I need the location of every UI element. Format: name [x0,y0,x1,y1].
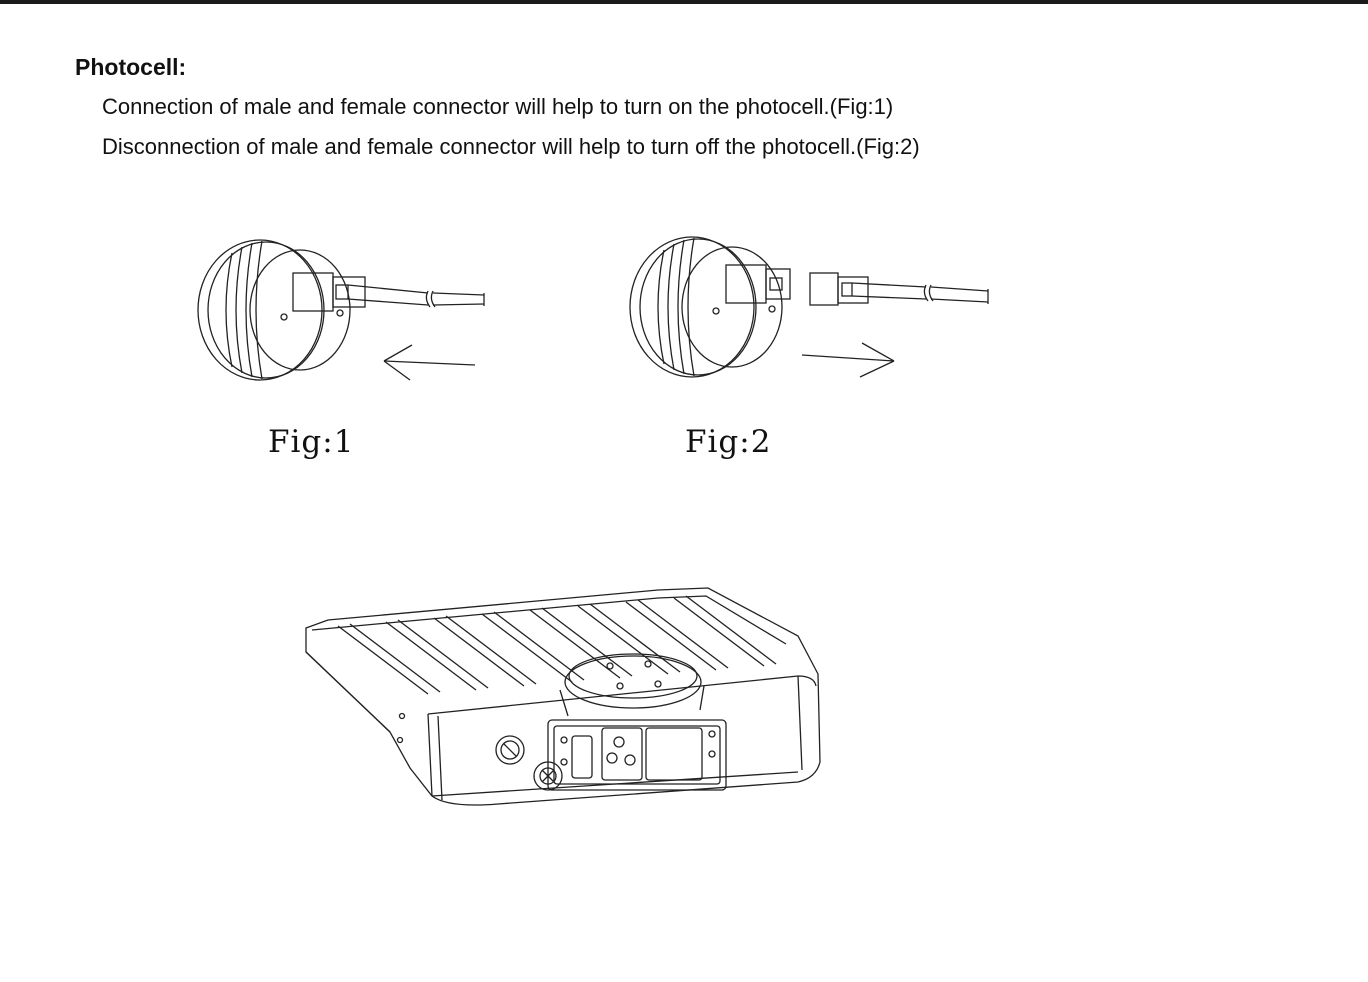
cable-gland-icon [533,761,563,791]
top-rule [0,0,1368,4]
instruction-connect: Connection of male and female connector … [102,94,894,119]
driver-panel [547,719,727,791]
figure-caption-2: Fig:2 [685,424,772,460]
housing-outline [305,587,821,806]
photocell-connected-illustration [197,239,485,381]
male-connector [809,272,989,306]
section-heading: Photocell: [75,54,187,80]
left-arrow-icon [383,344,476,381]
photocell-port-icon [495,735,525,765]
photocell-body [629,236,783,378]
photocell-disconnected-illustration [629,236,989,378]
fixture-illustration [305,587,821,806]
photocell-body [197,239,351,381]
figure-caption-1: Fig:1 [268,424,355,460]
right-arrow-icon [801,342,895,378]
connector-plug [292,272,485,312]
instruction-disconnect: Disconnection of male and female connect… [102,134,920,159]
heat-sink-fins [337,595,777,695]
side-holes [396,712,406,744]
female-connector [725,264,791,304]
mount-plate [559,653,705,717]
